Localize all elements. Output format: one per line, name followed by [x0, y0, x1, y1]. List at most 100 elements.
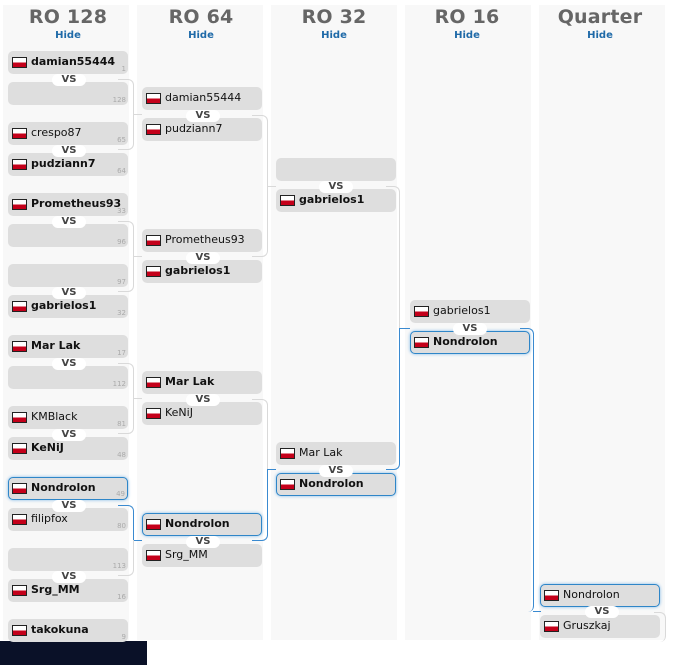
- empty-player-slot[interactable]: 96: [8, 224, 128, 247]
- vs-label: VS: [319, 465, 353, 477]
- empty-player-slot[interactable]: [276, 158, 396, 181]
- poland-flag-icon: [146, 93, 161, 104]
- player-name[interactable]: Prometheus93: [31, 197, 122, 210]
- player-name[interactable]: Nondrolon: [433, 335, 498, 348]
- player-name[interactable]: filipfox: [31, 512, 68, 525]
- player-slot[interactable]: pudziann7 64: [8, 153, 128, 176]
- column-header-quarter: Quarter Hide: [537, 5, 663, 43]
- player-name[interactable]: Nondrolon: [299, 477, 364, 490]
- hide-round-link[interactable]: Hide: [454, 30, 480, 41]
- empty-player-slot[interactable]: 97: [8, 264, 128, 287]
- player-slot[interactable]: Nondrolon: [540, 584, 660, 607]
- player-name[interactable]: gabrielos1: [31, 299, 97, 312]
- player-name[interactable]: Mar Lak: [299, 446, 343, 459]
- player-slot[interactable]: Mar Lak: [142, 371, 262, 394]
- column-header-ro64: RO 64 Hide: [138, 5, 264, 43]
- player-name[interactable]: Srg_MM: [165, 548, 208, 561]
- round-title: Quarter: [557, 6, 643, 28]
- player-name[interactable]: Nondrolon: [31, 481, 96, 494]
- hide-round-link[interactable]: Hide: [321, 30, 347, 41]
- player-slot[interactable]: Srg_MM 16: [8, 579, 128, 602]
- bracket-connector-highlighted: [520, 328, 534, 612]
- player-name[interactable]: pudziann7: [31, 157, 96, 170]
- player-name[interactable]: KeNiJ: [165, 406, 193, 419]
- player-name[interactable]: crespo87: [31, 126, 82, 139]
- seed-number: 64: [117, 167, 126, 175]
- seed-number: 16: [117, 593, 126, 601]
- bracket-connector: [252, 399, 268, 469]
- column-header-ro32: RO 32 Hide: [271, 5, 397, 43]
- poland-flag-icon: [544, 590, 559, 601]
- seed-number: 113: [112, 562, 126, 570]
- poland-flag-icon: [146, 235, 161, 246]
- player-name[interactable]: damian55444: [165, 91, 242, 104]
- hide-round-link[interactable]: Hide: [188, 30, 214, 41]
- round-title: RO 32: [301, 6, 367, 28]
- vs-label: VS: [453, 323, 487, 335]
- seed-number: 96: [117, 238, 126, 246]
- vs-label: VS: [52, 145, 86, 157]
- bracket-connector: [268, 186, 276, 187]
- player-slot[interactable]: Prometheus93: [142, 229, 262, 252]
- vs-label: VS: [52, 500, 86, 512]
- seed-number: 81: [117, 420, 126, 428]
- poland-flag-icon: [12, 585, 27, 596]
- player-slot[interactable]: KeNiJ: [142, 402, 262, 425]
- empty-player-slot[interactable]: 112: [8, 366, 128, 389]
- seed-number: 112: [112, 380, 126, 388]
- poland-flag-icon: [146, 124, 161, 135]
- player-name[interactable]: gabrielos1: [165, 264, 231, 277]
- bracket-connector: [118, 363, 134, 434]
- player-name[interactable]: Mar Lak: [31, 339, 81, 352]
- player-slot[interactable]: damian55444 1: [8, 51, 128, 74]
- vs-label: VS: [52, 358, 86, 370]
- vs-label: VS: [186, 252, 220, 264]
- player-name[interactable]: Mar Lak: [165, 375, 215, 388]
- poland-flag-icon: [544, 621, 559, 632]
- player-name[interactable]: takokuna: [31, 623, 89, 636]
- vs-label: VS: [186, 536, 220, 548]
- player-name[interactable]: Srg_MM: [31, 583, 80, 596]
- player-name[interactable]: Nondrolon: [165, 517, 230, 530]
- hide-round-link[interactable]: Hide: [55, 30, 81, 41]
- player-slot[interactable]: gabrielos1: [410, 300, 530, 323]
- player-name[interactable]: KeNiJ: [31, 441, 64, 454]
- vs-label: VS: [186, 110, 220, 122]
- player-slot[interactable]: damian55444: [142, 87, 262, 110]
- taskbar: [0, 641, 147, 665]
- player-slot[interactable]: KMBlack 81: [8, 406, 128, 429]
- empty-player-slot[interactable]: 128: [8, 82, 128, 105]
- player-name[interactable]: Prometheus93: [165, 233, 245, 246]
- player-name[interactable]: Gruszkaj: [563, 619, 611, 632]
- player-slot[interactable]: gabrielos1: [276, 189, 396, 212]
- seed-number: 1: [121, 65, 126, 73]
- empty-player-slot[interactable]: 113: [8, 548, 128, 571]
- player-name[interactable]: KMBlack: [31, 410, 78, 423]
- vs-label: VS: [319, 181, 353, 193]
- player-name[interactable]: damian55444: [31, 55, 116, 68]
- player-slot[interactable]: pudziann7: [142, 118, 262, 141]
- poland-flag-icon: [12, 199, 27, 210]
- player-name[interactable]: pudziann7: [165, 122, 223, 135]
- player-slot[interactable]: Gruszkaj: [540, 615, 660, 638]
- player-slot[interactable]: Mar Lak: [276, 442, 396, 465]
- player-slot[interactable]: Srg_MM: [142, 544, 262, 567]
- column-ro32-bg: [271, 5, 397, 640]
- poland-flag-icon: [12, 625, 27, 636]
- poland-flag-icon: [146, 519, 161, 530]
- player-name[interactable]: gabrielos1: [299, 193, 365, 206]
- player-slot[interactable]: gabrielos1: [142, 260, 262, 283]
- hide-round-link[interactable]: Hide: [587, 30, 613, 41]
- bracket-connector: [252, 115, 268, 257]
- player-name[interactable]: gabrielos1: [433, 304, 491, 317]
- player-name[interactable]: Nondrolon: [563, 588, 620, 601]
- player-slot[interactable]: Nondrolon: [142, 513, 262, 536]
